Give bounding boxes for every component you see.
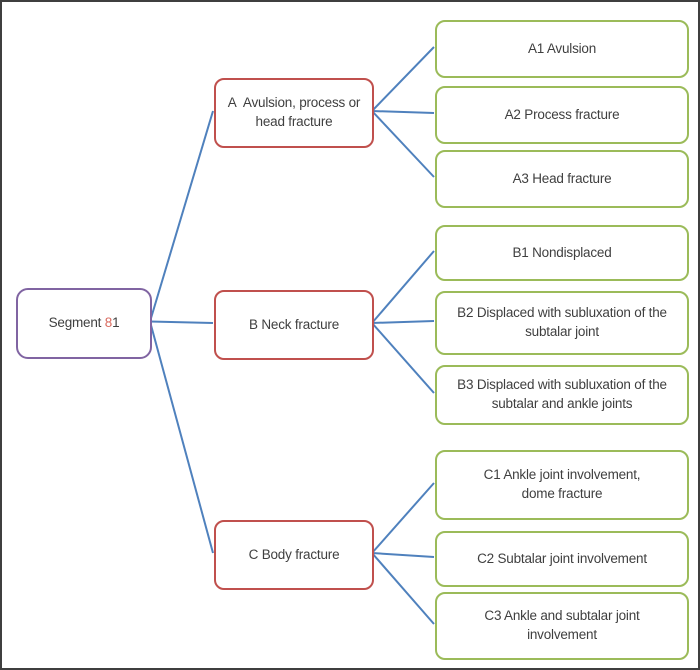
- connectors-branch-c: [371, 482, 435, 625]
- node-leaf-a1: A1 Avulsion: [435, 20, 689, 78]
- node-label: A1 Avulsion: [527, 40, 597, 56]
- connector-root-c: [149, 321, 214, 554]
- connectors-root: [149, 110, 214, 554]
- node-branch-c: C Body fracture: [214, 520, 374, 590]
- node-label: Segment 81: [49, 314, 120, 333]
- segment-label-suffix: 1: [112, 315, 120, 331]
- node-leaf-a3: A3 Head fracture: [435, 150, 689, 208]
- node-leaf-b1: B1 Nondisplaced: [435, 225, 689, 281]
- node-label: A2 Process fracture: [504, 106, 620, 122]
- connectors-branch-b: [371, 250, 435, 394]
- node-label: B Neck fracture: [248, 316, 340, 332]
- node-leaf-a2: A2 Process fracture: [435, 86, 689, 144]
- segment-label-highlight: 8: [104, 315, 113, 331]
- connector-a-a2: [371, 110, 435, 114]
- connector-root-b: [149, 320, 214, 324]
- node-label: B2 Displaced with subluxation of the sub…: [457, 305, 667, 339]
- connectors-branch-a: [371, 46, 435, 178]
- connector-a-a3: [371, 110, 435, 178]
- node-label: C1 Ankle joint involvement, dome fractur…: [483, 467, 641, 501]
- node-branch-b: B Neck fracture: [214, 290, 374, 360]
- connector-c-c2: [371, 552, 435, 558]
- connector-b-b1: [371, 250, 435, 324]
- connector-root-a: [149, 110, 214, 322]
- connector-b-b3: [371, 322, 435, 394]
- node-label: A Avulsion, process or head fracture: [227, 95, 361, 129]
- connector-b-b2: [371, 320, 435, 324]
- connector-a-a1: [371, 46, 435, 112]
- node-leaf-c3: C3 Ankle and subtalar joint involvement: [435, 592, 689, 660]
- node-label: B1 Nondisplaced: [512, 244, 612, 260]
- node-segment-81: Segment 81: [16, 288, 152, 359]
- node-label: C2 Subtalar joint involvement: [477, 550, 647, 566]
- connector-c-c3: [371, 552, 435, 625]
- segment-label-prefix: Segment: [48, 315, 105, 331]
- connector-c-c1: [371, 482, 435, 554]
- node-label: B3 Displaced with subluxation of the sub…: [457, 377, 667, 411]
- node-label: C Body fracture: [248, 546, 340, 562]
- node-leaf-c1: C1 Ankle joint involvement, dome fractur…: [435, 450, 689, 520]
- node-label: A3 Head fracture: [512, 170, 612, 186]
- node-label: C3 Ankle and subtalar joint involvement: [484, 608, 640, 642]
- node-leaf-b3: B3 Displaced with subluxation of the sub…: [435, 365, 689, 425]
- node-leaf-c2: C2 Subtalar joint involvement: [435, 531, 689, 587]
- node-leaf-b2: B2 Displaced with subluxation of the sub…: [435, 291, 689, 355]
- node-branch-a: A Avulsion, process or head fracture: [214, 78, 374, 148]
